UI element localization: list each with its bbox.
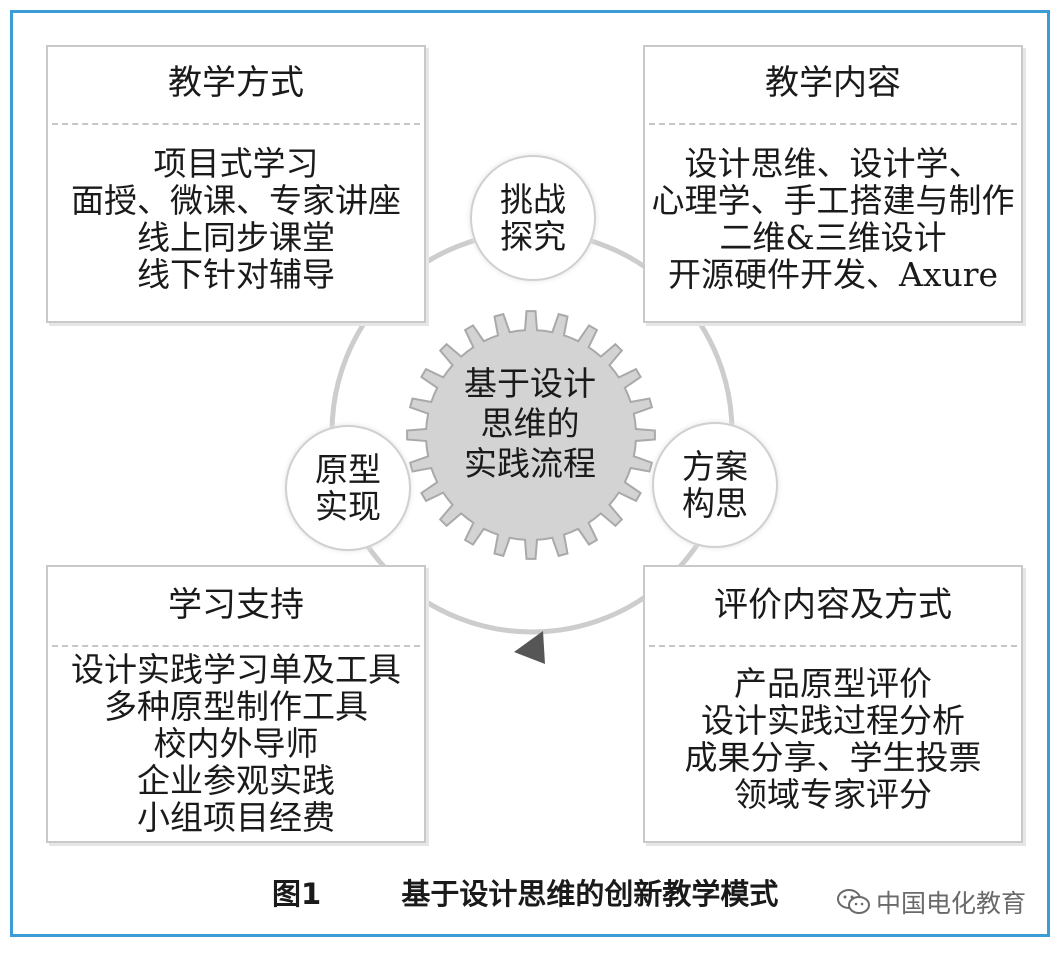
box-item-list: 设计实践学习单及工具 多种原型制作工具 校内外导师 企业参观实践 小组项目经费	[48, 651, 424, 836]
stage-label: 原型	[315, 450, 381, 489]
center-line: 思维的	[480, 404, 580, 443]
list-item: 开源硬件开发、Axure	[668, 255, 998, 294]
stage-prototype: 原型 实现	[285, 425, 411, 551]
list-item: 线上同步课堂	[137, 218, 335, 257]
box-item-list: 设计思维、设计学、 心理学、手工搭建与制作 二维&三维设计 开源硬件开发、Axu…	[645, 145, 1021, 293]
dashed-divider	[52, 123, 420, 125]
list-item: 成果分享、学生投票	[684, 738, 982, 777]
list-item: 设计思维、设计学、	[684, 144, 982, 183]
list-item: 小组项目经费	[137, 798, 335, 837]
stage-label: 实现	[315, 487, 381, 526]
wechat-icon	[837, 889, 870, 914]
figure-caption: 图1 基于设计思维的创新教学模式	[272, 876, 778, 912]
box-item-list: 产品原型评价 设计实践过程分析 成果分享、学生投票 领域专家评分	[645, 665, 1021, 813]
list-item: 项目式学习	[153, 144, 319, 183]
list-item: 设计实践过程分析	[701, 701, 965, 740]
box-teaching-content: 教学内容 设计思维、设计学、 心理学、手工搭建与制作 二维&三维设计 开源硬件开…	[643, 45, 1023, 323]
list-item: 校内外导师	[153, 724, 319, 763]
center-line: 基于设计	[464, 364, 596, 403]
box-teaching-methods: 教学方式 项目式学习 面授、微课、专家讲座 线上同步课堂 线下针对辅导	[46, 45, 426, 323]
list-item: 领域专家评分	[734, 775, 932, 814]
stage-label: 方案	[682, 447, 748, 486]
list-item: 心理学、手工搭建与制作	[651, 181, 1015, 220]
dashed-divider	[649, 645, 1017, 647]
list-item: 产品原型评价	[734, 664, 932, 703]
stage-label: 挑战	[500, 180, 566, 219]
list-item: 多种原型制作工具	[104, 687, 368, 726]
list-item: 企业参观实践	[137, 761, 335, 800]
box-title: 教学内容	[765, 63, 901, 103]
box-title: 评价内容及方式	[714, 585, 952, 625]
gear-shape	[406, 310, 656, 560]
figure-frame	[10, 10, 1050, 937]
center-line: 实践流程	[464, 444, 596, 483]
box-title: 学习支持	[168, 585, 304, 625]
watermark-text: 中国电化教育	[876, 889, 1027, 918]
dashed-divider	[52, 645, 420, 647]
center-process-label: 基于设计 思维的 实践流程	[415, 364, 645, 484]
stage-solution-ideation: 方案 构思	[652, 422, 778, 548]
stage-label: 构思	[682, 484, 748, 523]
watermark: 中国电化教育	[836, 884, 1026, 920]
box-learning-support: 学习支持 设计实践学习单及工具 多种原型制作工具 校内外导师 企业参观实践 小组…	[46, 565, 426, 843]
stage-label: 探究	[500, 217, 566, 256]
arrow-bottom	[514, 631, 545, 664]
figure-number: 图1	[272, 877, 322, 911]
box-item-list: 项目式学习 面授、微课、专家讲座 线上同步课堂 线下针对辅导	[48, 145, 424, 293]
list-item: 线下针对辅导	[137, 255, 335, 294]
box-title: 教学方式	[168, 63, 304, 103]
box-evaluation: 评价内容及方式 产品原型评价 设计实践过程分析 成果分享、学生投票 领域专家评分	[643, 565, 1023, 843]
list-item: 面授、微课、专家讲座	[71, 181, 401, 220]
figure-title: 基于设计思维的创新教学模式	[401, 877, 779, 911]
stage-challenge-explore: 挑战 探究	[470, 155, 596, 281]
list-item: 二维&三维设计	[719, 218, 947, 257]
dashed-divider	[649, 123, 1017, 125]
list-item: 设计实践学习单及工具	[71, 650, 401, 689]
